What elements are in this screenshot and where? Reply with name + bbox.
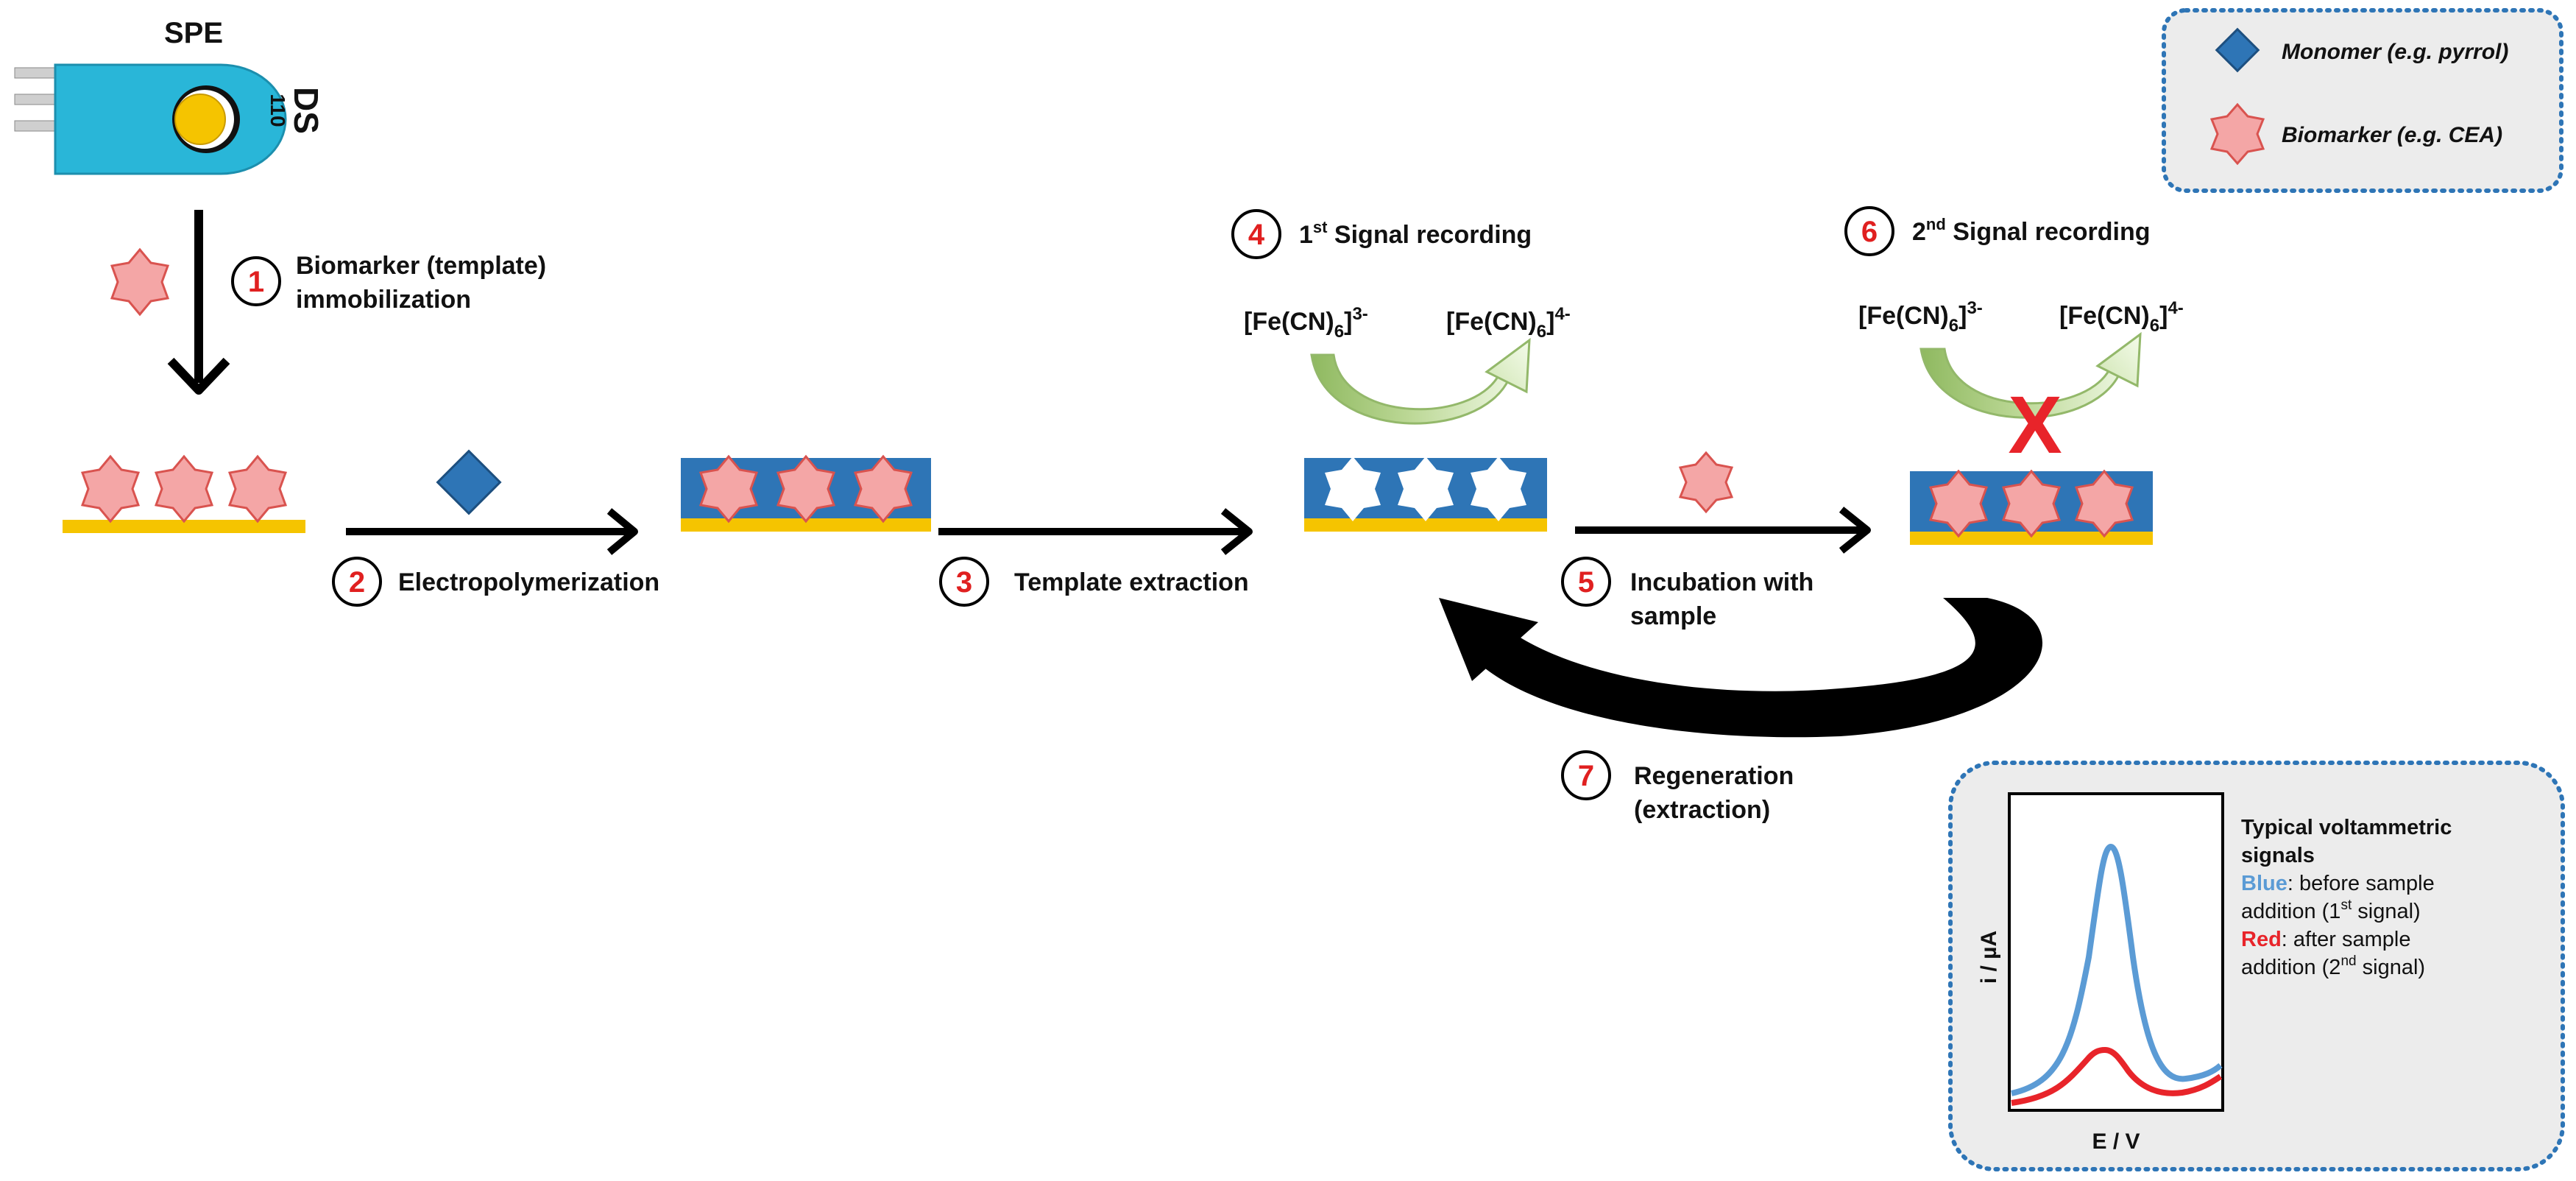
star-icon [227,454,288,523]
spe-electrode: SPE DS 110 [14,17,325,175]
step-3-line1: Template extraction [1014,568,1249,596]
plot-frame [2008,792,2224,1112]
star-icon [853,454,913,523]
step-6-number: 6 [1861,216,1878,248]
star-icon [2209,102,2265,166]
step-2-line1: Electropolymerization [398,568,659,596]
spe-title: SPE [164,17,223,49]
step-1-number: 1 [248,266,264,298]
step-6-label: 2nd Signal recording [1912,215,2151,246]
voltammogram-inset: i / µA E / V Typical voltammetric signal… [1948,761,2565,1171]
star-icon [1928,469,1989,538]
curved-arrow-icon [1919,331,2142,419]
stage-polymerized [681,454,931,532]
cavity-icon [1325,456,1381,521]
regeneration-curved-arrow-icon [1439,598,2043,738]
device-text-1: DS [287,87,325,134]
arrow-icon [606,508,638,555]
blocked-cross-icon: X [2008,380,2062,470]
star-icon [110,247,170,317]
step-5-line1: Incubation with [1630,568,1814,596]
arrow-icon [1839,507,1871,554]
legend-monomer-label: Monomer (e.g. pyrrol) [2282,40,2508,64]
star-icon [2074,469,2134,538]
step-7: 7 Regeneration (extraction) [1561,750,1794,824]
step-4: 4 1st Signal recording [1231,209,1532,259]
cavity-icon [1471,456,1526,521]
arrow-icon [1220,508,1253,555]
step-2-number: 2 [349,566,365,599]
redox-oxidized-2: [Fe(CN)6]3- [1858,298,1983,336]
step-1: 1 Biomarker (template) immobilization [231,252,546,314]
y-axis-label: i / µA [1977,931,2001,984]
red-signal-curve [2011,1046,2223,1106]
step-1-line2: immobilization [296,286,471,314]
star-icon [776,454,836,523]
redox-reduced-2: [Fe(CN)6]4- [2059,298,2184,336]
star-icon [2001,469,2062,538]
stage-rebound [1910,469,2153,545]
legend-biomarker-label: Biomarker (e.g. CEA) [2282,123,2502,147]
step-5-number: 5 [1578,566,1594,599]
diamond-icon [2215,27,2260,73]
step-1-line1: Biomarker (template) [296,252,546,280]
star-icon [154,454,214,523]
step-7-line2: (extraction) [1634,796,1770,824]
legend: Monomer (e.g. pyrrol) Biomarker (e.g. CE… [2162,8,2563,193]
red-legend-line1: Red: after sample [2241,928,2410,951]
star-icon [698,454,759,523]
blue-legend-line2: addition (1st signal) [2241,898,2421,923]
step-5-line2: sample [1630,602,1716,630]
step-3-number: 3 [956,566,972,599]
red-legend-line2: addition (2nd signal) [2241,953,2425,979]
arrow-icon [167,357,230,395]
step-4-number: 4 [1248,219,1265,251]
step-4-label: 1st Signal recording [1299,218,1532,249]
cavity-icon [1398,456,1454,521]
step-3: 3 Template extraction [939,557,1249,607]
stage-template-immobilized [63,454,305,533]
inset-title-line2: signals [2241,844,2315,867]
x-axis-label: E / V [2092,1129,2140,1154]
step-7-number: 7 [1578,760,1594,792]
star-icon [80,454,141,523]
blue-signal-curve [2011,843,2223,1096]
step-5: 5 Incubation with sample [1561,557,1814,630]
star-icon [1678,451,1734,514]
curved-arrow-icon [1310,337,1531,425]
step-6: 6 2nd Signal recording [1844,206,2151,256]
redox-oxidized-1: [Fe(CN)6]3- [1244,304,1368,342]
inset-title-line1: Typical voltammetric [2241,816,2452,839]
redox-reduced-1: [Fe(CN)6]4- [1446,304,1571,342]
step-2: 2 Electropolymerization [332,557,659,607]
device-text-2: 110 [266,94,289,127]
stage-extracted [1304,456,1547,532]
step-7-line1: Regeneration [1634,762,1794,790]
blue-legend-line1: Blue: before sample [2241,872,2435,895]
diamond-icon [436,449,502,515]
electrode-icon: DS 110 [14,63,325,175]
